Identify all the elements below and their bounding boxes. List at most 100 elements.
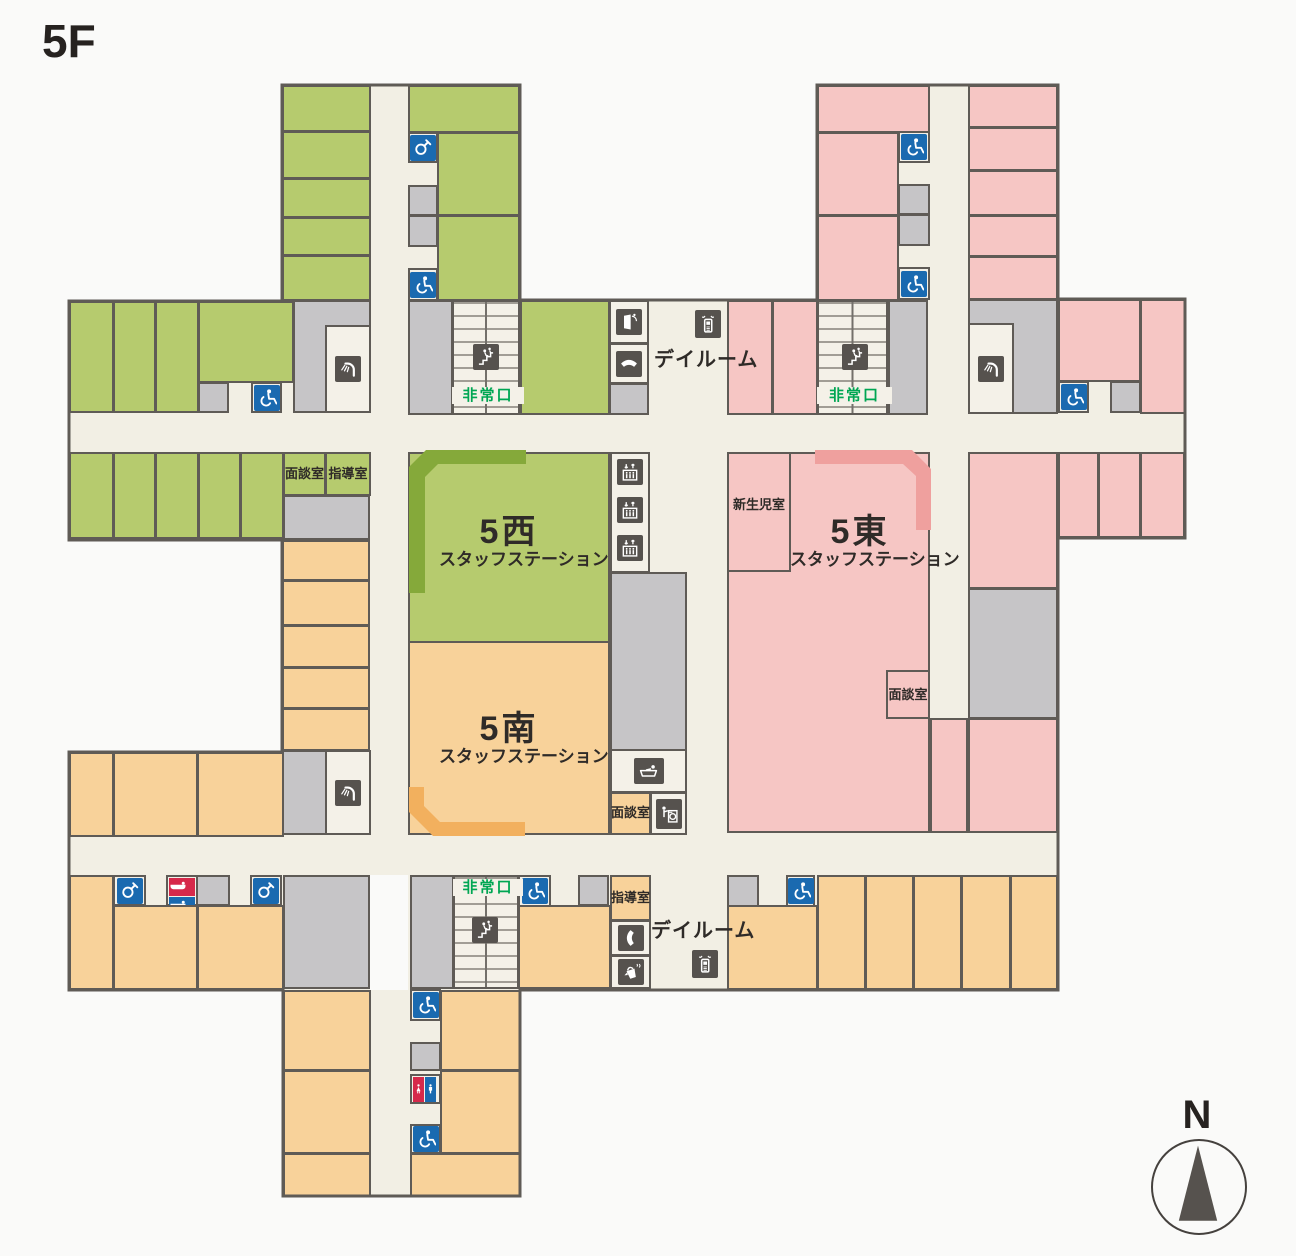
page-title: 5F [42,15,96,67]
patient-room [282,580,370,626]
patient-room [437,215,520,301]
newborn-room [727,452,791,572]
wheelchair-icon [901,270,927,297]
utility-room [283,875,370,989]
shower-room [325,325,371,413]
guidance-room-label: 指導室 [328,466,368,481]
handheld-shower-icon [253,877,279,904]
patient-room [198,301,294,383]
station-west-name: 5西 [479,513,539,551]
patient-room [913,875,962,990]
patient-room [282,540,370,581]
patient-room [930,718,968,833]
corridor [370,415,408,835]
dayroom-label: デイルーム [654,349,759,371]
wheelchair-icon [253,384,280,411]
toilet-mf-icon [412,1076,439,1102]
patient-room [198,452,241,539]
wheelchair-icon [412,1126,439,1152]
utility-room [282,750,327,835]
station-south-subtitle: スタッフステーション [439,747,609,766]
patient-room [69,875,114,990]
patient-room [968,256,1058,300]
patient-room [197,905,284,990]
assisted-bath-room [610,749,687,793]
wheelchair-icon [412,992,439,1018]
patient-room [410,1153,521,1197]
interview-room-label: 面談室 [610,805,650,820]
patient-room [518,905,611,989]
shower-room [113,875,146,906]
shower-room [250,875,282,906]
wheelchair-icon [410,271,436,298]
utility-room [408,185,438,216]
patient-room [69,452,114,539]
patient-room [968,127,1058,171]
emergency-exit-label: 非常口 [453,879,523,896]
public-phone-icon [695,310,721,338]
patient-room [282,708,370,751]
wheelchair-icon [787,878,814,904]
patient-room [113,452,156,539]
elevator-icon [617,459,643,485]
patient-room [240,452,284,539]
patient-room [282,667,370,709]
utility-room [888,300,928,415]
patient-room [520,300,610,415]
patient-room [155,301,199,413]
shower-icon [335,779,361,806]
patient-room [113,301,156,413]
patient-room [408,85,520,133]
shower-room [408,132,438,163]
patient-room [968,718,1058,833]
stairs-icon [842,344,868,370]
phone-icon [616,350,642,377]
patient-room [282,178,371,218]
patient-room [113,752,198,837]
stairs-icon [473,344,499,370]
utility-room [898,184,930,215]
wheelchair-icon [1060,384,1087,410]
utility-room [198,382,229,413]
utility-room [968,588,1058,719]
patient-room [817,132,899,216]
bath-mf-icon [169,877,195,915]
interview-room-label: 面談室 [284,466,324,481]
phone-corner [609,343,649,384]
utility-room [1110,381,1141,413]
patient-room [1058,299,1141,382]
patient-room [69,752,114,837]
hot-water-room [610,955,651,989]
utility-room [578,875,609,906]
laundry-room [650,792,687,835]
interview-room-label: 面談室 [888,687,928,702]
patient-room [817,215,899,301]
accessible-toilet [251,382,282,413]
shower-room [325,750,371,835]
utility-room [196,875,230,906]
patient-room [282,217,371,256]
patient-room [961,875,1011,990]
utility-room [408,300,453,415]
utility-room [727,875,759,907]
dayroom-label: デイルーム [651,920,756,942]
patient-room [772,300,818,415]
public-phone-icon [692,950,718,978]
shower-room [968,323,1014,414]
patient-room [817,85,930,133]
accessible-toilet [1058,381,1089,413]
elevator-icon [617,535,643,561]
phone-corner [610,920,651,956]
patient-room [440,1070,521,1154]
elevator-icon [617,497,643,523]
entrance-room [609,300,649,344]
wheelchair-icon [521,878,548,904]
handheld-shower-icon [116,877,143,904]
accessible-toilet [410,989,441,1021]
utility-room [283,495,370,540]
patient-room [865,875,914,990]
utility-room [410,1042,441,1071]
patient-room [69,301,114,413]
phone-icon [617,925,644,951]
bath-room [166,875,198,915]
